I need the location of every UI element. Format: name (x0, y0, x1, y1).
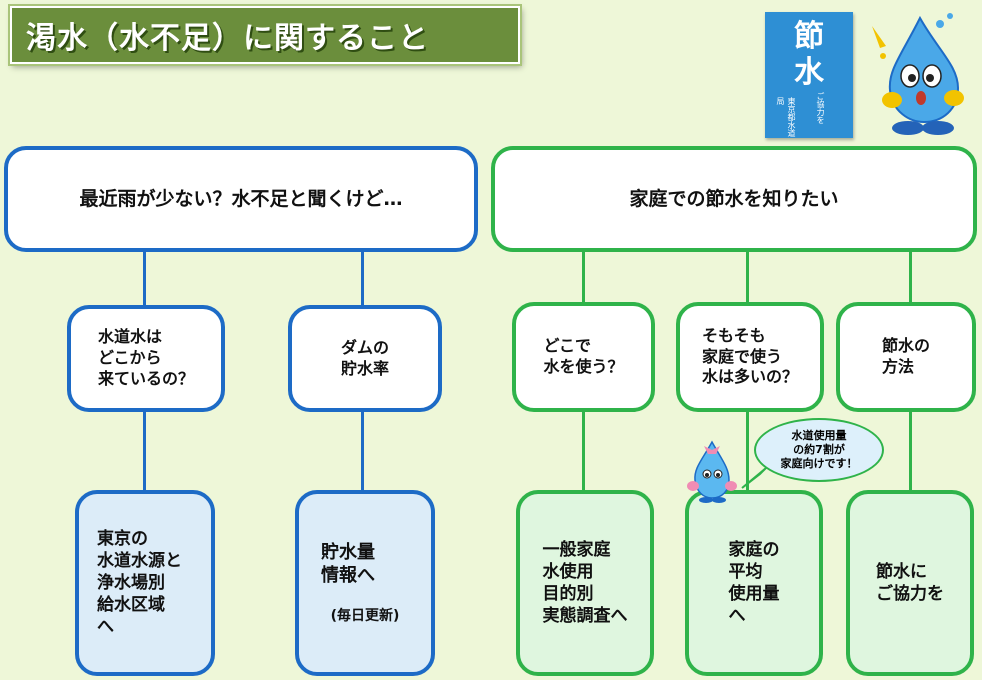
question-method-text: 節水の 方法 (881, 336, 930, 376)
connector-line (361, 252, 364, 305)
question-water-source-text: 水道水は どこから 来ているの？ (97, 327, 194, 388)
question-home-usage-text: そもそも 家庭で使う 水は多いの？ (701, 325, 798, 387)
connector-line (909, 412, 912, 490)
right-section-header: 家庭での節水を知りたい (491, 146, 977, 252)
left-section-header: 最近雨が少ない？水不足と聞くけど… (4, 146, 478, 252)
right-section-header-text: 家庭での節水を知りたい (629, 187, 839, 210)
speech-bubble-text: 水道使用量 の約7割が 家庭向けです！ (780, 428, 858, 471)
poster-small-text: ご協力を (816, 92, 825, 124)
poster-char-1: 節 (794, 19, 824, 54)
link-cooperation-text: 節水に ご協力を (876, 561, 944, 604)
question-method: 節水の 方法 (836, 302, 976, 412)
poster-char-2: 水 (794, 55, 824, 90)
question-home-usage: そもそも 家庭で使う 水は多いの？ (676, 302, 824, 412)
connector-line (582, 412, 585, 490)
connector-line (582, 252, 585, 302)
link-water-source-info[interactable]: 東京の 水道水源と 浄水場別 給水区域 へ (75, 490, 215, 676)
speech-bubble: 水道使用量 の約7割が 家庭向けです！ (754, 418, 884, 482)
connector-line (143, 252, 146, 305)
left-section-header-text: 最近雨が少ない？水不足と聞くけど… (79, 187, 403, 210)
link-storage-text: 貯水量 情報へ (321, 541, 375, 586)
page-title-text: 渇水（水不足）に関すること (26, 21, 429, 56)
question-dam-rate-text: ダムの 貯水率 (340, 337, 389, 378)
question-where-use: どこで 水を使う？ (512, 302, 655, 412)
question-dam-rate: ダムの 貯水率 (288, 305, 442, 412)
connector-line (909, 252, 912, 302)
link-water-source-text: 東京の 水道水源と 浄水場別 給水区域 へ (97, 528, 182, 638)
water-saving-poster: 節 水 ご協力を 東京都水道局 (765, 12, 853, 138)
water-drop-mascot-icon (872, 13, 964, 135)
question-water-source: 水道水は どこから 来ているの？ (67, 305, 225, 412)
page-title: 渇水（水不足）に関すること (10, 6, 520, 64)
connector-line (361, 412, 364, 490)
link-storage-info[interactable]: 貯水量 情報へ (毎日更新) (295, 490, 435, 676)
connector-line (143, 412, 146, 490)
poster-org: 東京都水道局 (776, 97, 796, 137)
question-where-use-text: どこで 水を使う？ (543, 336, 624, 376)
link-average-usage[interactable]: 家庭の 平均 使用量 へ (685, 490, 823, 676)
small-mascot-icon (687, 440, 737, 503)
link-usage-survey-text: 一般家庭 水使用 目的別 実態調査へ (542, 539, 628, 627)
connector-line (746, 252, 749, 302)
connector-line (746, 412, 749, 490)
link-usage-survey[interactable]: 一般家庭 水使用 目的別 実態調査へ (516, 490, 654, 676)
speech-bubble-tail (741, 467, 767, 489)
link-average-usage-text: 家庭の 平均 使用量 へ (728, 539, 780, 627)
link-cooperation[interactable]: 節水に ご協力を (846, 490, 974, 676)
link-storage-note: (毎日更新) (330, 608, 400, 625)
